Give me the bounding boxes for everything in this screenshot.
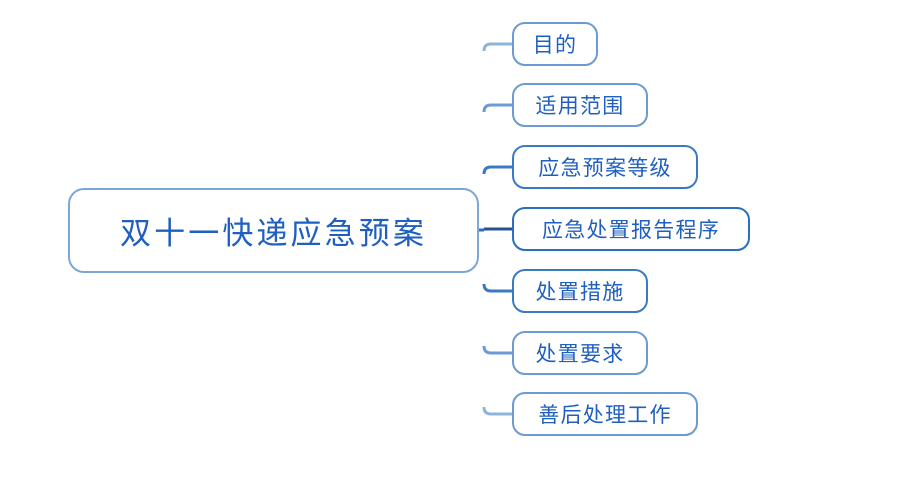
child-node-4[interactable]: 应急处置报告程序 [512,207,750,251]
child-node-3[interactable]: 应急预案等级 [512,145,698,189]
child-node-7-label: 善后处理工作 [538,404,672,427]
child-node-5-label: 处置措施 [535,281,625,304]
connector-branch-1 [482,42,512,52]
connector-branch-2 [482,103,512,113]
connector-branch-3 [482,165,512,175]
child-node-2-label: 适用范围 [535,95,625,118]
connector-branch-5 [482,283,512,293]
child-node-2[interactable]: 适用范围 [512,83,648,127]
connector-branch-6 [482,345,512,355]
child-node-1[interactable]: 目的 [512,22,598,66]
child-node-6-label: 处置要求 [535,343,625,366]
child-node-1-label: 目的 [532,34,578,57]
child-node-6[interactable]: 处置要求 [512,331,648,375]
child-node-4-label: 应急处置报告程序 [541,219,721,242]
root-node-label: 双十一快递应急预案 [120,216,427,251]
child-node-5[interactable]: 处置措施 [512,269,648,313]
root-node[interactable]: 双十一快递应急预案 [68,188,479,273]
connector-branch-7 [482,406,512,416]
child-node-7[interactable]: 善后处理工作 [512,392,698,436]
child-node-3-label: 应急预案等级 [538,157,672,180]
